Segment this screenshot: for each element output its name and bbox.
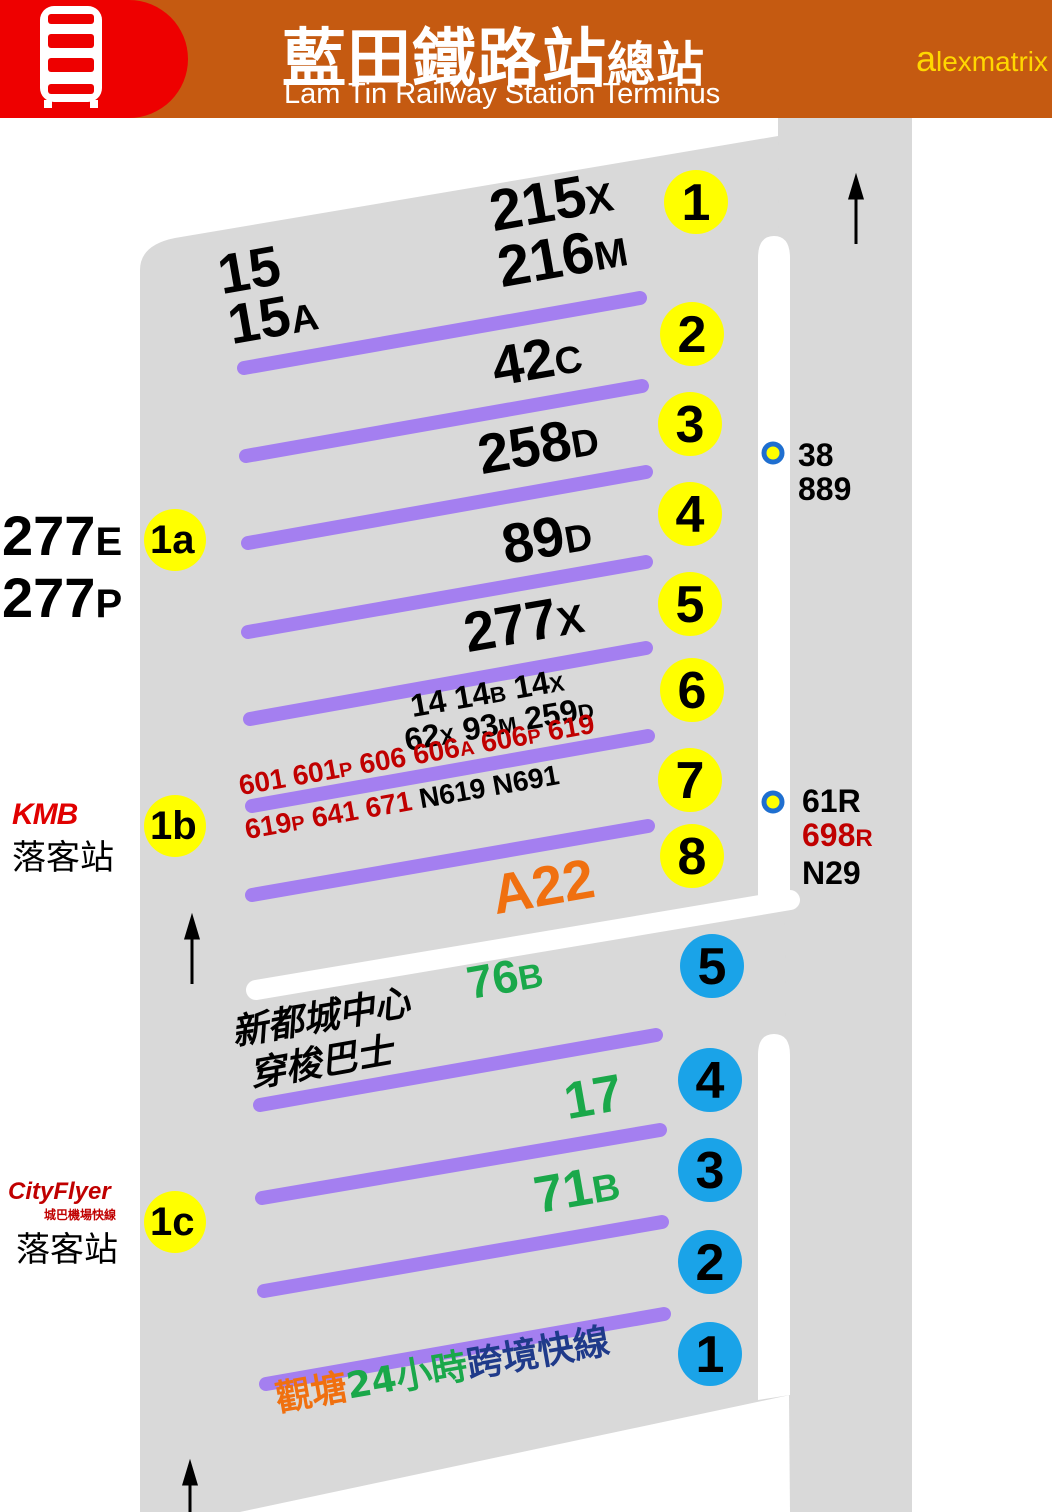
platform-badge xyxy=(678,1230,742,1294)
platform-number: 1 xyxy=(682,174,711,232)
platform-number: 4 xyxy=(676,486,705,544)
platform-badge xyxy=(678,1322,742,1386)
platform-number: 5 xyxy=(676,576,705,634)
kmb-logo: KMB xyxy=(12,798,78,831)
platform-number: 5 xyxy=(698,938,727,996)
platform-badge xyxy=(678,1048,742,1112)
platform-number: 1 xyxy=(696,1326,725,1384)
platform-badge xyxy=(660,658,724,722)
cityflyer-alighting-label: 落客站 xyxy=(16,1230,118,1270)
stop-1a-routes: 277E 277P xyxy=(2,504,123,629)
platform-number: 2 xyxy=(678,306,707,364)
divider-lower xyxy=(758,1034,790,1400)
platform-badge xyxy=(658,572,722,636)
bus-stop-icon xyxy=(761,790,785,814)
platform-badge xyxy=(660,302,724,366)
platform-badge xyxy=(658,748,722,812)
platform-number: 7 xyxy=(676,752,705,810)
bus-tab xyxy=(0,0,188,118)
platform-badge xyxy=(660,824,724,888)
north-arrow-icon xyxy=(181,1458,199,1512)
north-arrow-icon xyxy=(183,912,201,984)
cityflyer-subtitle: 城巴機場快線 xyxy=(44,1208,117,1222)
platform-badge xyxy=(680,934,744,998)
platform-number: 3 xyxy=(696,1142,725,1200)
platform-number: 2 xyxy=(696,1234,725,1292)
stop-1a-label: 1a xyxy=(150,518,195,562)
platform-badge xyxy=(664,170,728,234)
platform-number: 4 xyxy=(696,1052,725,1110)
page-title: 藍田鐵路站總站 xyxy=(282,23,706,97)
platform-number: 8 xyxy=(678,828,707,886)
brand-logo: alexmatrix xyxy=(915,38,1048,79)
stop-1b-label: 1b xyxy=(150,804,197,848)
platform-number: 6 xyxy=(678,662,707,720)
platform-badge xyxy=(658,482,722,546)
bus-stop-icon xyxy=(761,441,785,465)
platform-badge xyxy=(678,1138,742,1202)
platform-number: 3 xyxy=(676,396,705,454)
north-arrow-icon xyxy=(847,172,865,244)
right-stop-lower-routes: 61R 698R N29 xyxy=(802,783,873,891)
road-right xyxy=(778,118,912,1512)
platform-badge xyxy=(658,392,722,456)
header-bar: 藍田鐵路站總站 Lam Tin Railway Station Terminus… xyxy=(0,0,1052,118)
right-stop-upper-routes: 38 889 xyxy=(798,437,852,507)
bus-icon xyxy=(40,6,102,108)
divider-upper xyxy=(758,236,790,900)
kmb-alighting-label: 落客站 xyxy=(12,838,114,878)
stop-1c-label: 1c xyxy=(150,1200,195,1244)
cityflyer-logo: CityFlyer xyxy=(8,1178,111,1205)
page-subtitle: Lam Tin Railway Station Terminus xyxy=(284,78,721,110)
route-17: 17 xyxy=(559,1063,627,1132)
